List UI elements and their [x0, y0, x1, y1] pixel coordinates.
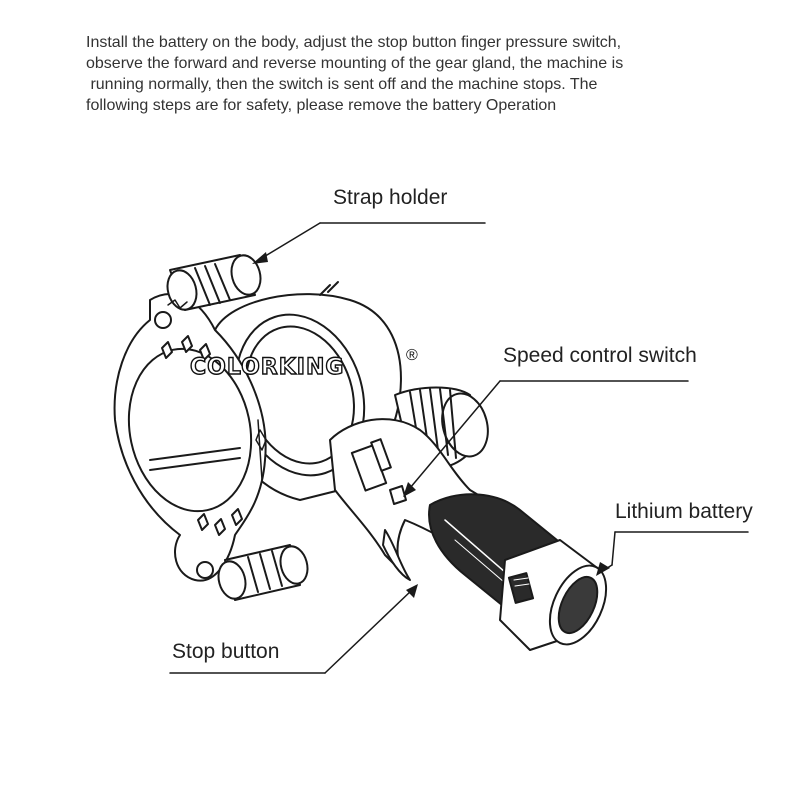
- strap-holder-callout: [252, 222, 486, 264]
- lower-roller: [217, 544, 309, 601]
- upper-roller: [166, 254, 262, 311]
- instruction-line: observe the forward and reverse mounting…: [86, 55, 624, 72]
- stop-button-callout: [169, 584, 418, 674]
- instruction-line: following steps are for safety, please r…: [86, 97, 557, 114]
- stop-button-label: Stop button: [172, 640, 280, 663]
- battery-callout: [596, 531, 749, 576]
- instruction-line: Install the battery on the body, adjust …: [86, 34, 622, 51]
- brand-watermark: COLORKING: [189, 354, 345, 380]
- trigger: [382, 529, 411, 581]
- clamp-plate: [113, 293, 267, 582]
- instruction-line: running normally, then the switch is sen…: [86, 76, 598, 93]
- battery-pack: [499, 539, 608, 651]
- instruction-text: Install the battery on the body, adjust …: [86, 32, 746, 116]
- speed-control-switch-label: Speed control switch: [503, 344, 697, 367]
- lithium-battery-label: Lithium battery: [615, 500, 753, 523]
- registered-mark: ®: [406, 347, 418, 364]
- speed-switch-callout: [403, 380, 689, 497]
- strap-holder-label: Strap holder: [333, 186, 448, 209]
